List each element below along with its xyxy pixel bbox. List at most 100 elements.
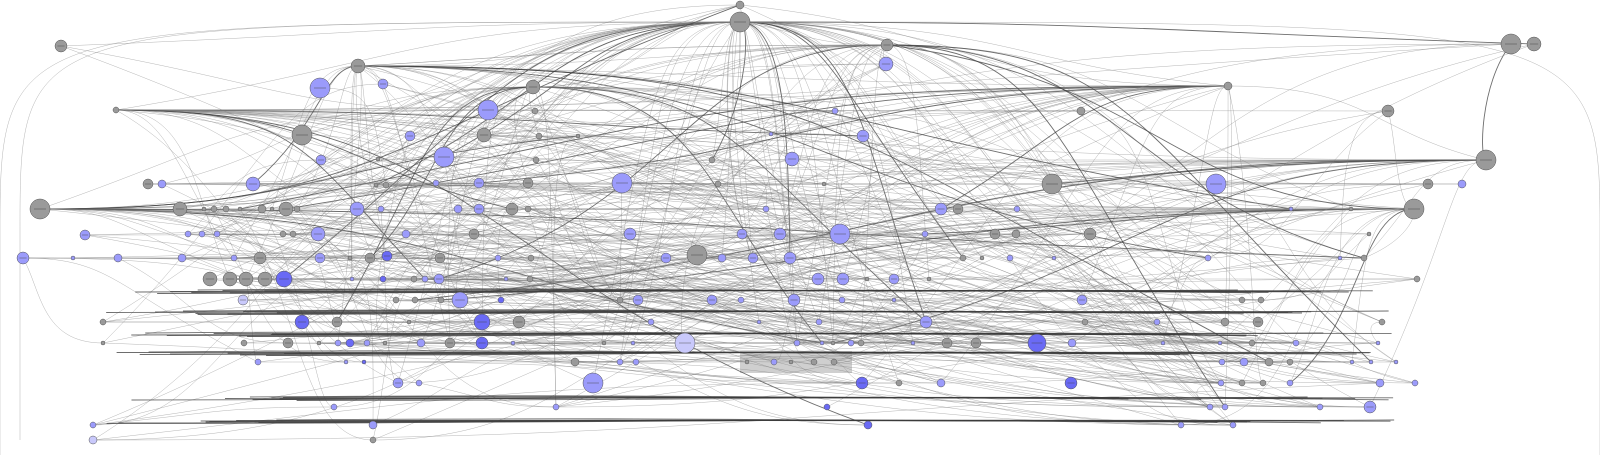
node-circle[interactable] (334, 339, 342, 347)
graph-node[interactable] (222, 271, 238, 287)
graph-node[interactable] (921, 230, 929, 238)
graph-node[interactable] (99, 318, 107, 326)
graph-node[interactable] (735, 0, 745, 10)
graph-node[interactable] (1041, 173, 1063, 195)
graph-node[interactable] (350, 58, 366, 74)
graph-node[interactable] (1223, 81, 1233, 91)
node-circle[interactable] (347, 255, 353, 261)
graph-node[interactable] (410, 275, 418, 283)
graph-node[interactable] (979, 255, 985, 261)
graph-node[interactable] (349, 201, 365, 217)
graph-node[interactable] (381, 250, 393, 262)
node-circle[interactable] (416, 338, 426, 348)
graph-node[interactable] (570, 357, 580, 367)
node-circle[interactable] (1457, 179, 1467, 189)
graph-node[interactable] (1316, 403, 1324, 411)
graph-node[interactable] (1349, 359, 1355, 365)
graph-node[interactable] (770, 358, 778, 366)
graph-node[interactable] (510, 340, 516, 346)
graph-node[interactable] (1363, 400, 1377, 414)
graph-node[interactable] (269, 206, 275, 212)
node-circle[interactable] (1286, 379, 1294, 387)
graph-node[interactable] (819, 340, 825, 346)
graph-node[interactable] (1013, 205, 1021, 213)
node-circle[interactable] (237, 206, 243, 212)
graph-node[interactable] (347, 255, 353, 261)
graph-node[interactable] (762, 205, 770, 213)
node-circle[interactable] (503, 276, 509, 282)
graph-node[interactable] (1239, 357, 1249, 367)
node-circle[interactable] (392, 296, 400, 304)
node-circle[interactable] (1375, 340, 1381, 346)
graph-node[interactable] (1217, 340, 1223, 346)
graph-node[interactable] (363, 339, 371, 347)
node-circle[interactable] (632, 358, 640, 366)
node-circle[interactable] (857, 339, 865, 347)
graph-node[interactable] (660, 252, 672, 264)
graph-node[interactable] (768, 131, 774, 137)
graph-node[interactable] (526, 275, 534, 283)
node-circle[interactable] (157, 179, 167, 189)
graph-node[interactable] (512, 315, 526, 329)
graph-node[interactable] (623, 227, 637, 241)
graph-node[interactable] (1457, 179, 1467, 189)
node-circle[interactable] (254, 358, 262, 366)
graph-node[interactable] (238, 271, 254, 287)
graph-node[interactable] (494, 254, 502, 262)
graph-node[interactable] (891, 297, 897, 303)
node-circle[interactable] (382, 181, 390, 189)
graph-node[interactable] (793, 339, 801, 347)
node-circle[interactable] (708, 156, 716, 164)
graph-node[interactable] (821, 181, 827, 187)
node-circle[interactable] (293, 205, 301, 213)
graph-node[interactable] (632, 294, 644, 306)
node-circle[interactable] (864, 276, 870, 282)
graph-node[interactable] (810, 358, 818, 366)
node-circle[interactable] (847, 339, 855, 347)
graph-node[interactable] (919, 315, 933, 329)
node-circle[interactable] (714, 180, 722, 188)
graph-node[interactable] (369, 436, 377, 444)
graph-node[interactable] (16, 251, 30, 265)
node-circle[interactable] (361, 359, 367, 365)
graph-node[interactable] (1027, 333, 1047, 353)
graph-node[interactable] (831, 107, 839, 115)
node-circle[interactable] (1217, 340, 1223, 346)
graph-node[interactable] (361, 359, 367, 365)
graph-node[interactable] (1051, 255, 1057, 261)
graph-node[interactable] (864, 276, 870, 282)
graph-node[interactable] (411, 296, 419, 304)
node-circle[interactable] (222, 205, 230, 213)
graph-node[interactable] (343, 359, 349, 365)
node-circle[interactable] (527, 254, 535, 262)
node-circle[interactable] (1264, 357, 1274, 367)
graph-node[interactable] (525, 79, 541, 95)
node-circle[interactable] (70, 255, 76, 261)
node-circle[interactable] (891, 297, 897, 303)
node-circle[interactable] (531, 107, 539, 115)
graph-node[interactable] (377, 205, 385, 213)
graph-node[interactable] (888, 273, 900, 285)
graph-node[interactable] (245, 176, 261, 192)
node-circle[interactable] (737, 296, 745, 304)
node-circle[interactable] (895, 379, 903, 387)
graph-node[interactable] (433, 146, 455, 168)
graph-node[interactable] (364, 252, 376, 264)
node-circle[interactable] (910, 340, 916, 346)
graph-node[interactable] (392, 377, 404, 389)
graph-node[interactable] (788, 359, 794, 365)
graph-node[interactable] (282, 337, 294, 349)
node-circle[interactable] (1006, 254, 1014, 262)
graph-node[interactable] (736, 228, 748, 240)
node-circle[interactable] (979, 255, 985, 261)
node-circle[interactable] (184, 230, 192, 238)
graph-node[interactable] (714, 180, 722, 188)
graph-node[interactable] (1413, 275, 1421, 283)
graph-node[interactable] (293, 205, 301, 213)
graph-node[interactable] (505, 202, 519, 216)
node-circle[interactable] (410, 275, 418, 283)
node-circle[interactable] (921, 230, 929, 238)
graph-node[interactable] (433, 273, 445, 285)
graph-node[interactable] (100, 340, 106, 346)
graph-node[interactable] (1248, 339, 1256, 347)
